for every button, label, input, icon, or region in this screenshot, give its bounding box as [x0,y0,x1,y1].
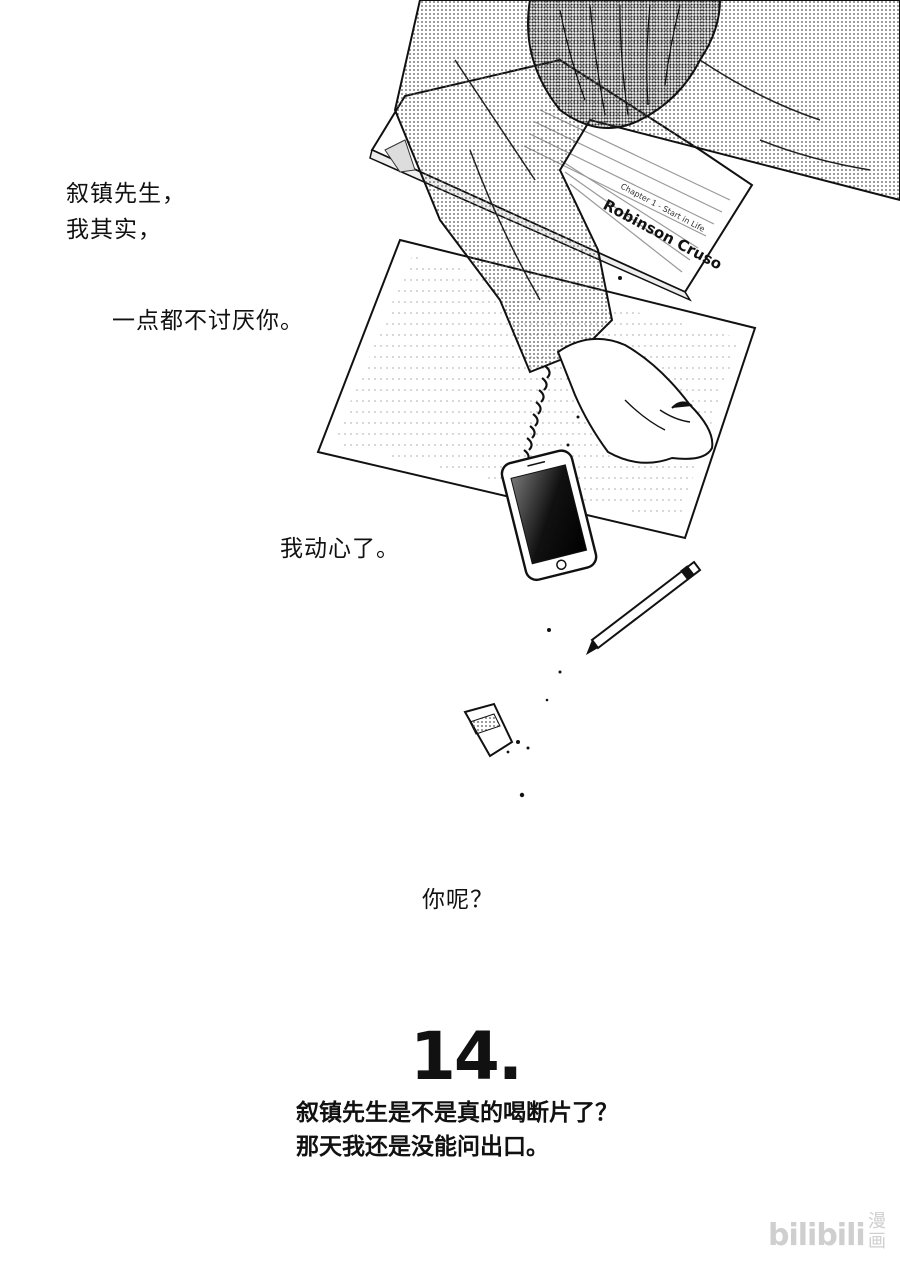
chapter-subtitle: 叙镇先生是不是真的喝断片了？ 那天我还是没能问出口。 [296,1096,618,1164]
smartphone [500,449,598,582]
hand [556,337,714,464]
bilibili-logo-sub: 漫画 [868,1211,886,1252]
bilibili-logo: bilibili [768,1218,866,1253]
dialogue-line-1a: 叙镇先生， [66,181,186,207]
dialogue-line-1: 叙镇先生， 我其实， [66,176,186,248]
sleeve-arm [393,0,900,374]
dialogue-line-1b: 我其实， [66,217,162,243]
chapter-number: 14. [410,1018,523,1095]
pencil [586,560,702,655]
chapter-subtitle-line-2: 那天我还是没能问出口。 [296,1134,549,1160]
chapter-subtitle-line-1: 叙镇先生是不是真的喝断片了？ [296,1100,618,1126]
eraser [463,702,514,758]
eraser-crumbs [506,276,622,798]
dialogue-line-2: 一点都不讨厌你。 [112,308,304,334]
dialogue-line-4: 你呢？ [422,887,494,913]
dialogue-line-3: 我动心了。 [280,536,400,562]
hair [527,0,722,129]
